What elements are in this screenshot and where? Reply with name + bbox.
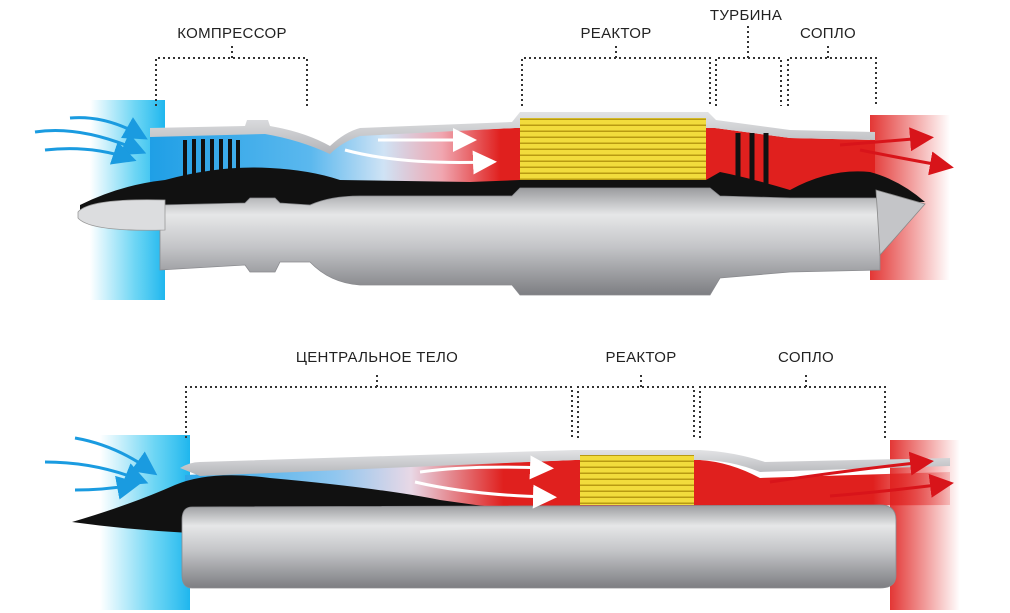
exhaust-arrows bbox=[839, 127, 954, 176]
bracket-reactor-bottom bbox=[577, 372, 695, 438]
inlet-cone bbox=[77, 199, 166, 231]
label-reactor-top: РЕАКТОР bbox=[580, 25, 651, 42]
compressor-blades bbox=[183, 139, 240, 182]
label-reactor-bottom: РЕАКТОР bbox=[605, 349, 676, 366]
engine-casing-bottom bbox=[180, 450, 950, 476]
turbojet-engine: КОМПРЕССОР РЕАКТОР ТУРБИНА СОПЛО bbox=[34, 7, 954, 300]
intake-arrows-bottom bbox=[44, 436, 158, 500]
bracket-nozzle-bottom bbox=[699, 372, 886, 438]
bracket-nozzle-top bbox=[787, 45, 877, 106]
flow-arrows-bottom bbox=[414, 455, 557, 509]
bracket-turbine bbox=[715, 26, 782, 106]
center-body-cylinder bbox=[181, 504, 897, 589]
reactor-core bbox=[520, 118, 706, 180]
label-nozzle-bottom: СОПЛО bbox=[778, 349, 834, 366]
label-nozzle-top: СОПЛО bbox=[800, 25, 856, 42]
turbine-blades bbox=[735, 133, 769, 188]
exhaust-arrows-bottom bbox=[769, 451, 954, 498]
central-body bbox=[159, 187, 881, 296]
bracket-center-body bbox=[185, 372, 573, 438]
label-compressor: КОМПРЕССОР bbox=[177, 25, 287, 42]
bracket-compressor bbox=[155, 45, 308, 106]
label-center-body: ЦЕНТРАЛЬНОЕ ТЕЛО bbox=[296, 349, 458, 366]
reactor-core-bottom bbox=[580, 455, 694, 505]
exhaust-cone bbox=[875, 189, 926, 256]
flow-arrows bbox=[344, 128, 497, 175]
ramjet-engine: ЦЕНТРАЛЬНОЕ ТЕЛО РЕАКТОР СОПЛО bbox=[44, 349, 960, 610]
label-turbine: ТУРБИНА bbox=[710, 7, 782, 24]
intake-arrows bbox=[34, 116, 148, 165]
bracket-reactor-top bbox=[521, 45, 711, 106]
